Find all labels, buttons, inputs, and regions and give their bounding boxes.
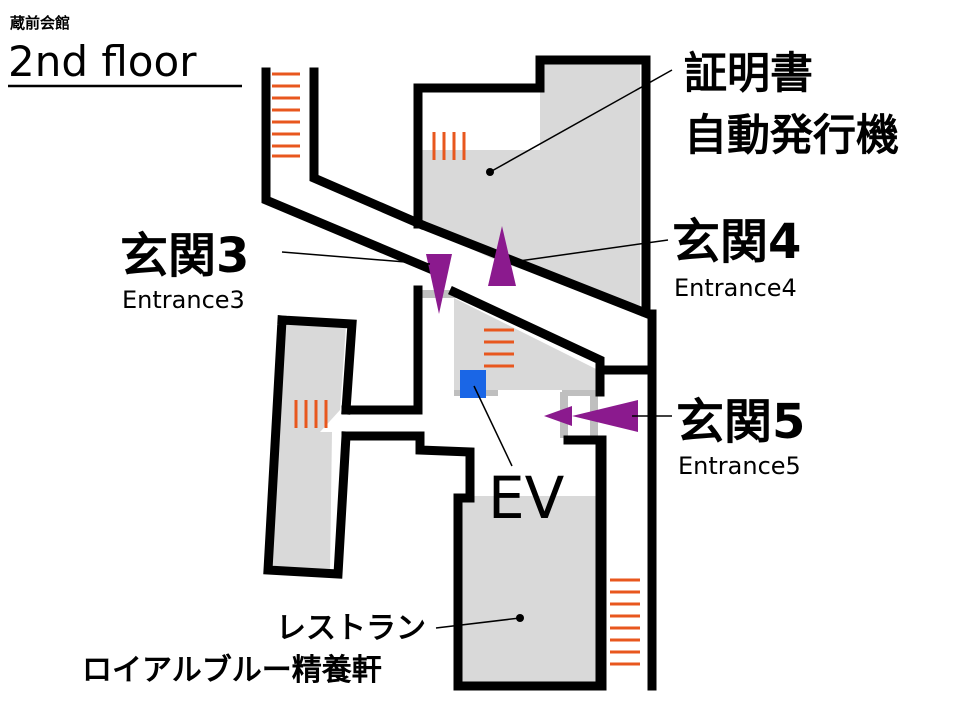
entrance5-arrow-small-icon xyxy=(544,406,572,426)
wall-west-room xyxy=(263,315,357,579)
entrance5-label-jp: 玄関5 xyxy=(676,394,805,450)
stairs-east xyxy=(610,578,640,666)
certificate-machine-label-1: 証明書 xyxy=(684,49,813,99)
certificate-machine-label-2: 自動発行機 xyxy=(684,111,899,161)
building-name: 蔵前会館 xyxy=(10,14,70,32)
certificate-room-dot xyxy=(486,168,494,176)
wall-restaurant xyxy=(341,431,475,503)
wall-restaurant-outline xyxy=(453,435,605,691)
wall-certificate-room xyxy=(413,55,651,317)
stairs-nw xyxy=(272,72,300,158)
entrance4-label-jp: 玄関4 xyxy=(672,214,801,270)
west-room xyxy=(268,322,346,572)
entrance3-arrow-icon xyxy=(426,254,452,314)
stairs-central-hall xyxy=(484,328,514,368)
entrance3-label-jp: 玄関3 xyxy=(120,228,249,284)
stairs-west-room xyxy=(294,400,328,428)
restaurant-label-2: ロイアルブルー精養軒 xyxy=(82,653,382,688)
entrance5-label-en: Entrance5 xyxy=(678,452,801,480)
entrance3-label-en: Entrance3 xyxy=(122,286,245,314)
leader-lines xyxy=(281,69,673,629)
restaurant-label-1: レストラン xyxy=(276,611,426,646)
restaurant-room xyxy=(462,496,598,682)
elevator-label: EV xyxy=(488,464,565,532)
restaurant-dot xyxy=(516,614,524,622)
walls xyxy=(261,55,657,691)
entrance5-arrow-large-icon xyxy=(572,400,638,432)
door-entrance5-top xyxy=(562,390,598,396)
wall-nw-corridor-left xyxy=(261,67,434,274)
wall-diagonal-corridor xyxy=(414,218,654,320)
wall-central-diagonal xyxy=(448,286,605,397)
entrance4-label-en: Entrance4 xyxy=(674,274,797,302)
entrance4-arrow-icon xyxy=(488,226,516,286)
floor-title: 2nd floor xyxy=(8,37,197,86)
wall-nw-corridor-right xyxy=(309,67,426,230)
stairs-certificate-room xyxy=(432,132,466,160)
elevator-icon xyxy=(460,370,486,398)
